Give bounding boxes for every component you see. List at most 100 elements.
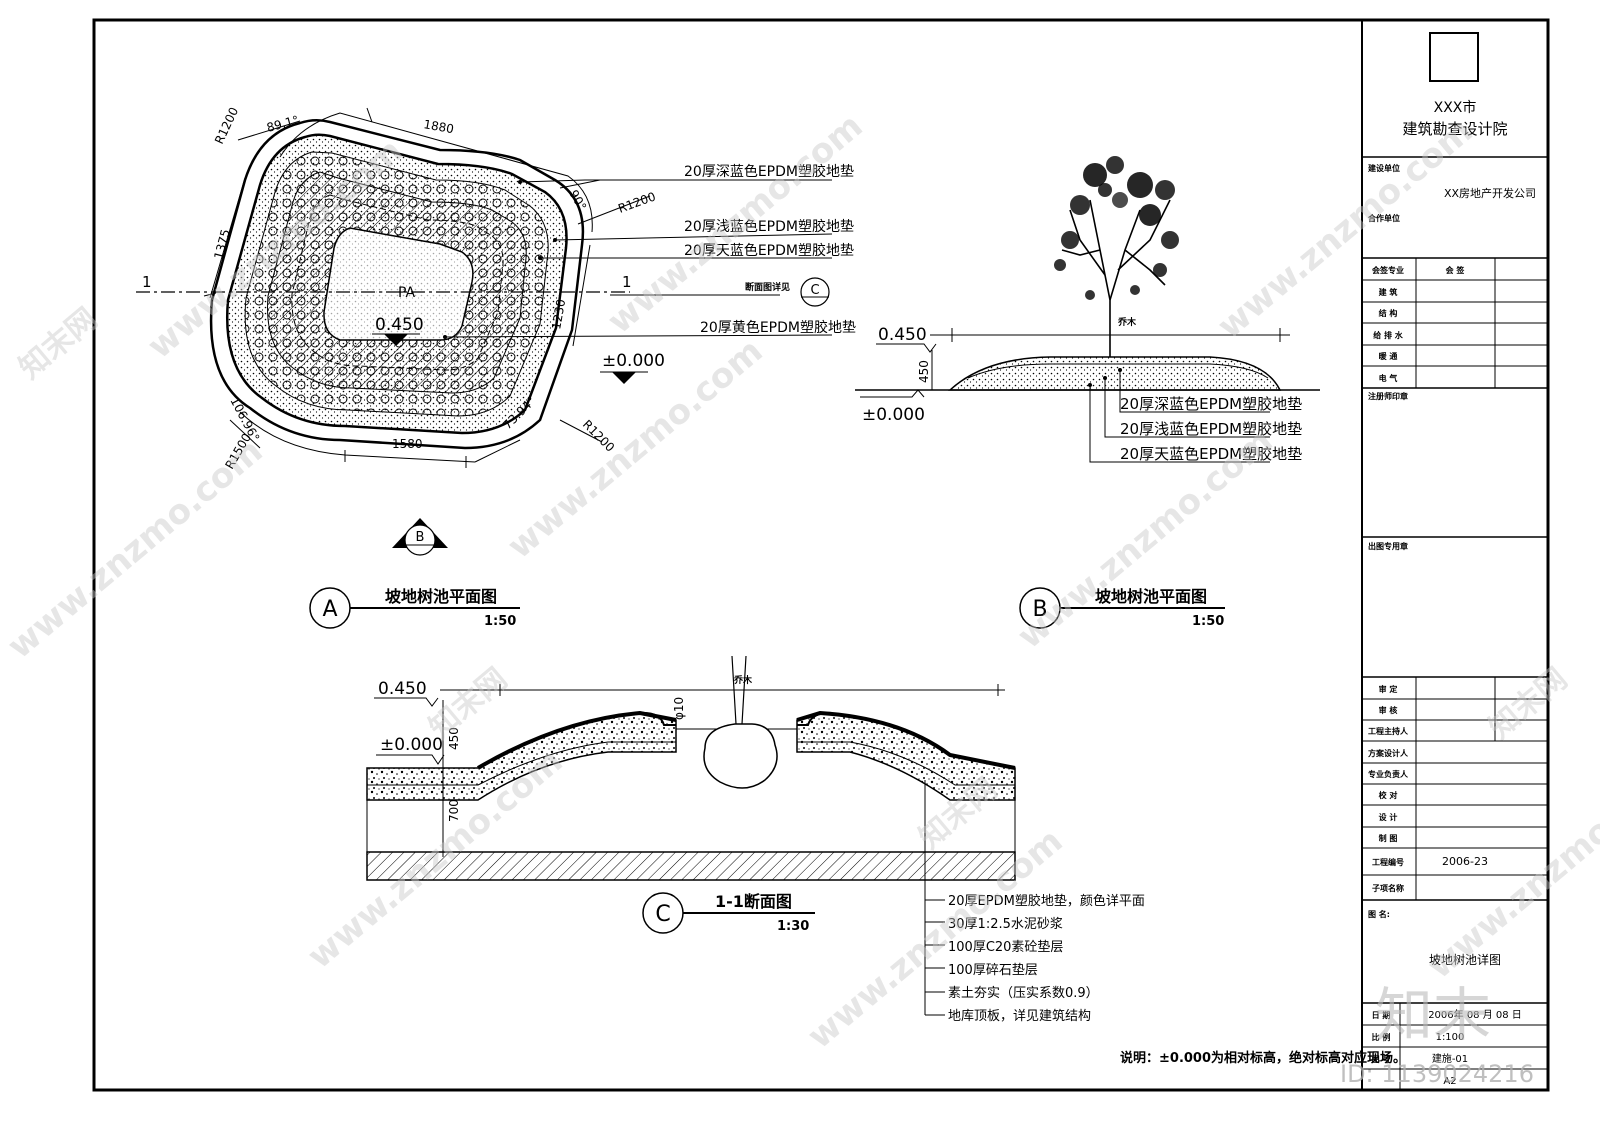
scale-value: 1:100 [1436,1032,1465,1043]
sky-blue-ring [291,194,504,371]
layer-compacted-soil: 素土夯实（压实系数0.9） [948,986,1099,1001]
seal-drawing-label: 出图专用章 [1368,541,1408,551]
elevation-b-tree-pit: 乔木 0.450 ±0.000 450 20厚深蓝色EPDM塑胶地垫 20厚浅蓝… [855,156,1320,463]
elev-c-height-top: 450 [447,727,461,750]
elev-c-base: ±0.000 [380,735,443,755]
dim-radius-top-right: R1200 [616,189,657,215]
section-mark-right: 1 [622,273,632,291]
subproject-label: 子项名称 [1372,883,1404,893]
role-scheme-designer: 方案设计人 [1368,748,1409,758]
client-value: XX房地产开发公司 [1444,186,1536,200]
tree-figure [1061,199,1171,357]
title-a: A 坡地树池平面图 1:50 [309,587,520,629]
title-c-letter: C [655,902,670,927]
title-c: C 1-1断面图 1:30 [642,892,815,934]
general-note: 说明：±0.000为相对标高，绝对标高对应现场。 [1120,1050,1406,1066]
date-label: 日 期 [1372,1010,1391,1020]
callout-sky-blue: 20厚天蓝色EPDM塑胶地垫 [684,242,854,259]
date-value: 2006年 08 月 08 日 [1428,1008,1522,1021]
elevation-ref-letter: B [416,530,425,545]
title-b: B 坡地树池平面图 1:50 [1019,587,1225,629]
layer-concrete: 100厚C20素砼垫层 [948,939,1063,955]
drawing-name-label: 图 名: [1368,909,1390,919]
dim-angle-top-left: 89.1° [265,113,300,135]
role-project-lead: 工程主持人 [1368,726,1409,736]
section-ref-symbol: C [800,277,830,307]
dim-left: 1375 [211,228,232,261]
drawing-name-value: 坡地树池详图 [1429,952,1501,967]
sheet-value: 建施-01 [1432,1052,1468,1065]
elev-b-height: 450 [917,360,931,383]
elev-c-height-bottom: 700 [447,799,461,822]
layer-mortar: 30厚1:2.5水泥砂浆 [948,917,1063,932]
title-b-scale: 1:50 [1192,614,1224,629]
title-block: XXX市 建筑勘查设计院 建设单位 XX房地产开发公司 合作单位 会签专业 会 … [1362,32,1548,1090]
scale-label: 比 例 [1372,1032,1391,1042]
watermark-logo: 知末 [1375,981,1491,1049]
mound-section [948,356,1282,391]
elev-marker-base [612,372,636,384]
title-c-scale: 1:30 [777,919,809,934]
role-design: 设 计 [1379,812,1398,822]
elev-b-base: ±0.000 [862,405,925,425]
callout-deep-blue: 20厚深蓝色EPDM塑胶地垫 [684,163,854,180]
dim-top: 1880 [422,117,455,136]
plan-elev-base: ±0.000 [602,351,665,371]
discipline-plumbing: 给 排 水 [1373,330,1404,340]
layer-basement-roof: 地库顶板，详见建筑结构 [948,1008,1091,1024]
callout-section-ref: 断面图详见 [745,281,790,293]
title-a-name: 坡地树池平面图 [385,587,497,606]
role-discipline-lead: 专业负责人 [1368,769,1409,779]
callout-yellow: 20厚黄色EPDM塑胶地垫 [700,319,856,336]
elev-b-top: 0.450 [878,325,927,345]
section-mark-left: 1 [142,273,152,291]
tree-label-c: 乔木 [733,674,753,686]
elev-b-callout-light: 20厚浅蓝色EPDM塑胶地垫 [1120,420,1302,438]
title-b-letter: B [1032,597,1047,622]
elev-b-callout-sky: 20厚天蓝色EPDM塑胶地垫 [1120,445,1302,463]
plan-elev-top: 0.450 [375,315,424,335]
role-check: 校 对 [1379,790,1398,800]
watermark-url-4: www.znzmo.com [1210,111,1480,347]
layer-epdm: 20厚EPDM塑胶地垫，颜色详平面 [948,893,1145,909]
project-no-value: 2006-23 [1442,855,1488,868]
institute-name: 建筑勘查设计院 [1402,120,1507,138]
tree-canopy [1054,156,1179,300]
logo-box [1429,32,1479,82]
section-ref-letter: C [810,283,819,298]
elev-b-callout-deep: 20厚深蓝色EPDM塑胶地垫 [1120,395,1302,413]
dim-bottom: 1580 [392,437,423,451]
countersign-header-sign: 会 签 [1446,265,1466,275]
layer-gravel: 100厚碎石垫层 [948,962,1038,978]
format-value: A2 [1443,1076,1456,1087]
role-review: 审 核 [1379,705,1398,715]
title-b-name: 坡地树池平面图 [1095,587,1207,606]
seal-registered-label: 注册师印章 [1368,391,1408,401]
project-no-label: 工程编号 [1372,857,1404,867]
role-drafting: 制 图 [1379,833,1398,843]
callout-light-blue: 20厚浅蓝色EPDM塑胶地垫 [684,218,854,235]
elev-c-top: 0.450 [378,679,427,699]
sheet-label: 图 号 [1372,1055,1391,1064]
discipline-structure: 结 构 [1379,308,1398,318]
title-c-name: 1-1断面图 [715,892,792,911]
city-name: XXX市 [1434,99,1477,116]
title-a-letter: A [322,597,337,622]
client-label: 建设单位 [1367,163,1400,173]
plan-center-label: PA [398,285,416,301]
discipline-hvac: 暖 通 [1379,351,1398,361]
root-ball [703,723,778,789]
partner-label: 合作单位 [1367,213,1400,223]
plan-a-tree-pit: PA 1 1 0.450 ±0.000 R1200 89 [136,105,856,556]
watermark-id: ID: 1139024216 [1340,1060,1534,1088]
dim-radius-top-left: R1200 [212,105,241,146]
watermark-url-8: www.znzmo.com [1420,751,1600,987]
outer-frame [92,18,1550,1092]
tree-label-b: 乔木 [1117,316,1137,328]
basement-roof-slab [366,851,1016,881]
watermark-url-9: www.znzmo.com [0,431,270,667]
elevation-ref-symbol: B [392,518,448,556]
watermark-brand-4: 知末网 [1483,661,1574,746]
role-approve: 审 定 [1379,684,1398,694]
